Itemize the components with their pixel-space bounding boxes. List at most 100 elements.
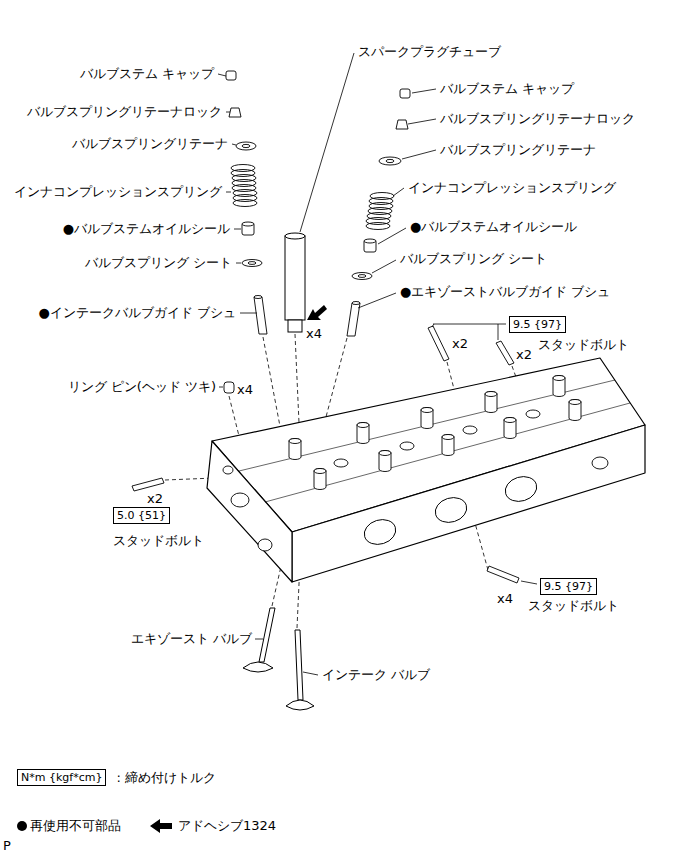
torque-value: 9.5 {97} [513,318,562,331]
quantity-label: x4 [237,383,253,398]
part-label: バルブスプリングリテーナロック [27,105,222,120]
leader-line [236,263,241,264]
intake-valve-parts [242,260,262,267]
intake-valve-parts [233,200,257,207]
stud-bolt [428,326,449,361]
legend-torque-box: N*m {kgf*cm} [17,769,106,786]
cam-journals [485,392,497,413]
leader-line [433,324,506,325]
intake-valve-parts [248,262,256,265]
intake-valve-parts [224,71,267,393]
exhaust-valve-parts [352,273,372,280]
part-label: ●エキゾーストバルブガイド ブシュ [400,285,610,300]
cam-journals [314,469,326,490]
cylinder-head [207,358,645,582]
torque-box: 9.5 {97} [509,316,566,333]
leader-line [378,228,406,244]
leader-line [240,313,257,314]
quantity-label: x4 [306,327,322,342]
leader-line [232,144,236,145]
part-label: バルブスプリングリテーナ [72,137,228,152]
exhaust-valve-parts [358,275,366,278]
exhaust-valve-parts [366,223,390,230]
cylinder-head [432,494,470,526]
intake-valve-parts [254,296,262,299]
cam-journals [442,435,454,456]
cam-journals [289,376,581,490]
leader-line [402,150,436,159]
part-label: ●インテークバルブガイド ブシュ [39,306,236,321]
cylinder-head [207,441,292,582]
part-label: スタッドボルト [113,534,204,549]
cylinder-head [292,425,645,582]
exhaust-valve-parts [400,89,410,98]
adhesive-arrow [307,305,327,320]
exhaust-valve-parts [352,302,360,305]
cylinder-head [400,442,414,450]
cam-journals [421,408,433,429]
legend-arrow [150,819,172,833]
spark-plug-tube [285,233,305,332]
cam-journals [357,423,369,444]
leader-line [234,229,241,230]
legend-text: アドヘシブ1324 [178,819,276,834]
cam-journals [553,376,565,397]
valve [295,630,303,700]
cylinder-head [502,473,540,505]
quantity-label: x2 [147,492,163,507]
part-label: バルブスプリングリテーナロック [440,112,635,127]
exhaust-valve-parts [364,239,376,243]
part-label: インテーク バルブ [322,668,430,683]
cylinder-head [258,539,272,551]
part-label: スタッドボルト [538,338,629,353]
page-code: P [3,839,11,854]
leader-line [408,119,436,124]
exhaust-valve-parts [386,159,394,162]
cylinder-head [231,493,249,507]
legend-dot [17,821,27,831]
cylinder-head [223,466,233,474]
leader-line [393,188,404,196]
part-label: スタッドボルト [528,599,619,614]
torque-box: 9.5 {97} [540,578,597,595]
part-label: バルブスプリング シート [85,256,232,271]
stud-bolt [487,566,519,583]
legend-text: 再使用不可部品 [30,819,121,834]
intake-valve-parts [254,297,267,334]
leader-line [218,74,226,76]
part-label: ●バルブステムオイルシール [63,222,230,237]
intake-valve-parts [236,142,256,150]
exhaust-valve-parts [347,89,410,336]
valve [259,608,275,662]
quantity-label: x2 [452,337,468,352]
cylinder-head [463,426,477,434]
leader-line [219,387,223,388]
spark-plug-tube [285,236,305,320]
valve [243,662,273,672]
torque-value: 9.5 {97} [544,580,593,593]
torque-box: 5.0 {51} [113,507,170,524]
leader-line [521,581,537,584]
quantity-label: x2 [516,348,532,363]
legend-text: : 締め付けトルク [116,771,216,786]
intake-valve-parts [229,108,241,117]
cylinder-head [526,410,540,418]
cam-journals [289,439,301,460]
part-label: ●バルブステムオイルシール [410,220,577,235]
valve [243,608,314,710]
leader-line [432,324,434,327]
leader-line [498,324,499,340]
leader-line [255,639,263,640]
leader-line [226,192,231,193]
spark-plug-tube [285,233,305,239]
cam-journals [379,451,391,472]
exhaust-valve-parts [379,157,401,165]
part-label: バルブステム キャップ [440,82,574,97]
torque-value: N*m {kgf*cm} [21,771,102,784]
intake-valve-parts [242,144,250,147]
quantity-label: x4 [497,592,513,607]
part-label: バルブステム キャップ [80,67,214,82]
